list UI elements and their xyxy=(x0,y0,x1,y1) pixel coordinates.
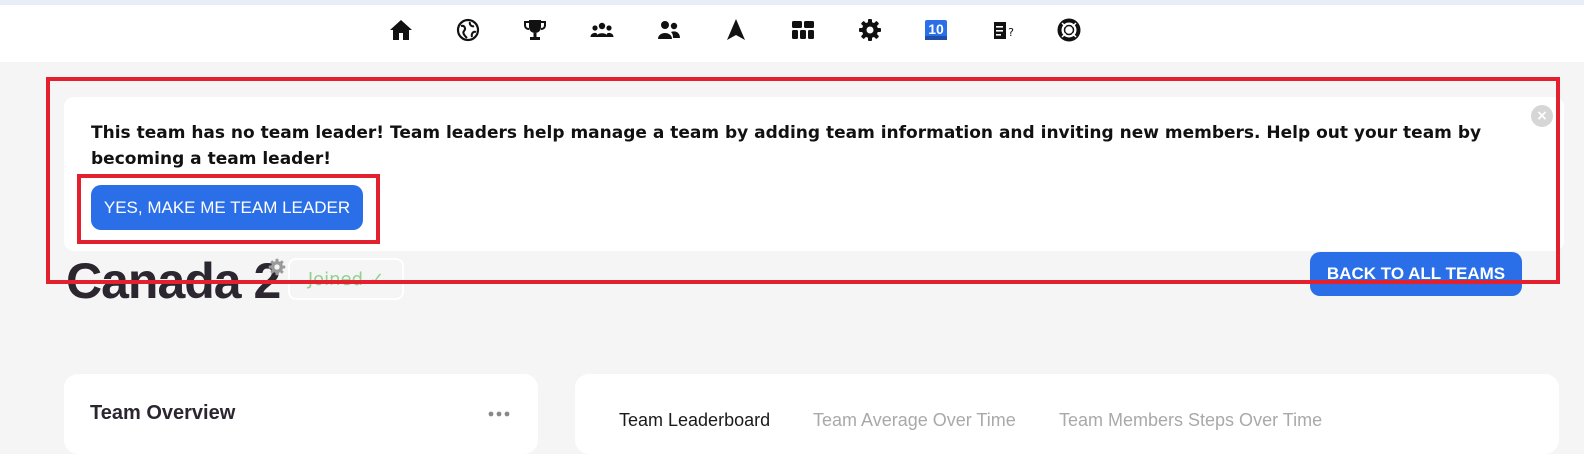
banner-message: This team has no team leader! Team leade… xyxy=(91,123,1482,169)
tab-team-leaderboard[interactable]: Team Leaderboard xyxy=(619,410,771,430)
people-icon[interactable] xyxy=(656,17,682,43)
home-icon[interactable] xyxy=(388,17,414,43)
team-overview-card: Team Overview xyxy=(64,374,538,454)
arrow-icon[interactable] xyxy=(723,17,749,43)
back-to-all-teams-button[interactable]: BACK TO ALL TEAMS xyxy=(1310,252,1522,296)
more-options-icon[interactable] xyxy=(488,404,510,417)
team-settings-gear-icon[interactable] xyxy=(268,258,286,276)
gear-icon[interactable] xyxy=(857,17,883,43)
top-navbar: 10 ? xyxy=(0,5,1584,62)
team-name: Canada 2 xyxy=(66,253,281,309)
quiz-mark: ? xyxy=(1008,26,1014,39)
tab-team-average-over-time[interactable]: Team Average Over Time xyxy=(813,410,1016,430)
grid-icon[interactable] xyxy=(790,17,816,43)
make-me-leader-button[interactable]: YES, MAKE ME TEAM LEADER xyxy=(91,185,363,230)
trophy-icon[interactable] xyxy=(522,17,548,43)
globe-icon[interactable] xyxy=(455,17,481,43)
joined-label: Joined xyxy=(307,268,364,290)
lifebuoy-icon[interactable] xyxy=(1056,17,1082,43)
group-icon[interactable] xyxy=(589,17,615,43)
calendar-icon[interactable]: 10 xyxy=(923,17,949,43)
calendar-number: 10 xyxy=(928,21,944,37)
check-icon: ✓ xyxy=(369,268,385,290)
charts-card: Team Leaderboard Team Average Over Time … xyxy=(575,374,1559,454)
banner-close-button[interactable]: × xyxy=(1531,105,1553,127)
joined-badge[interactable]: Joined ✓ xyxy=(288,258,404,300)
team-overview-title: Team Overview xyxy=(90,402,236,424)
team-page: This team has no team leader! Team leade… xyxy=(0,62,1584,454)
top-strip xyxy=(0,0,1584,5)
no-leader-banner: This team has no team leader! Team leade… xyxy=(64,97,1564,251)
tab-team-members-steps[interactable]: Team Members Steps Over Time xyxy=(1059,410,1323,430)
quiz-icon[interactable]: ? xyxy=(990,17,1016,43)
